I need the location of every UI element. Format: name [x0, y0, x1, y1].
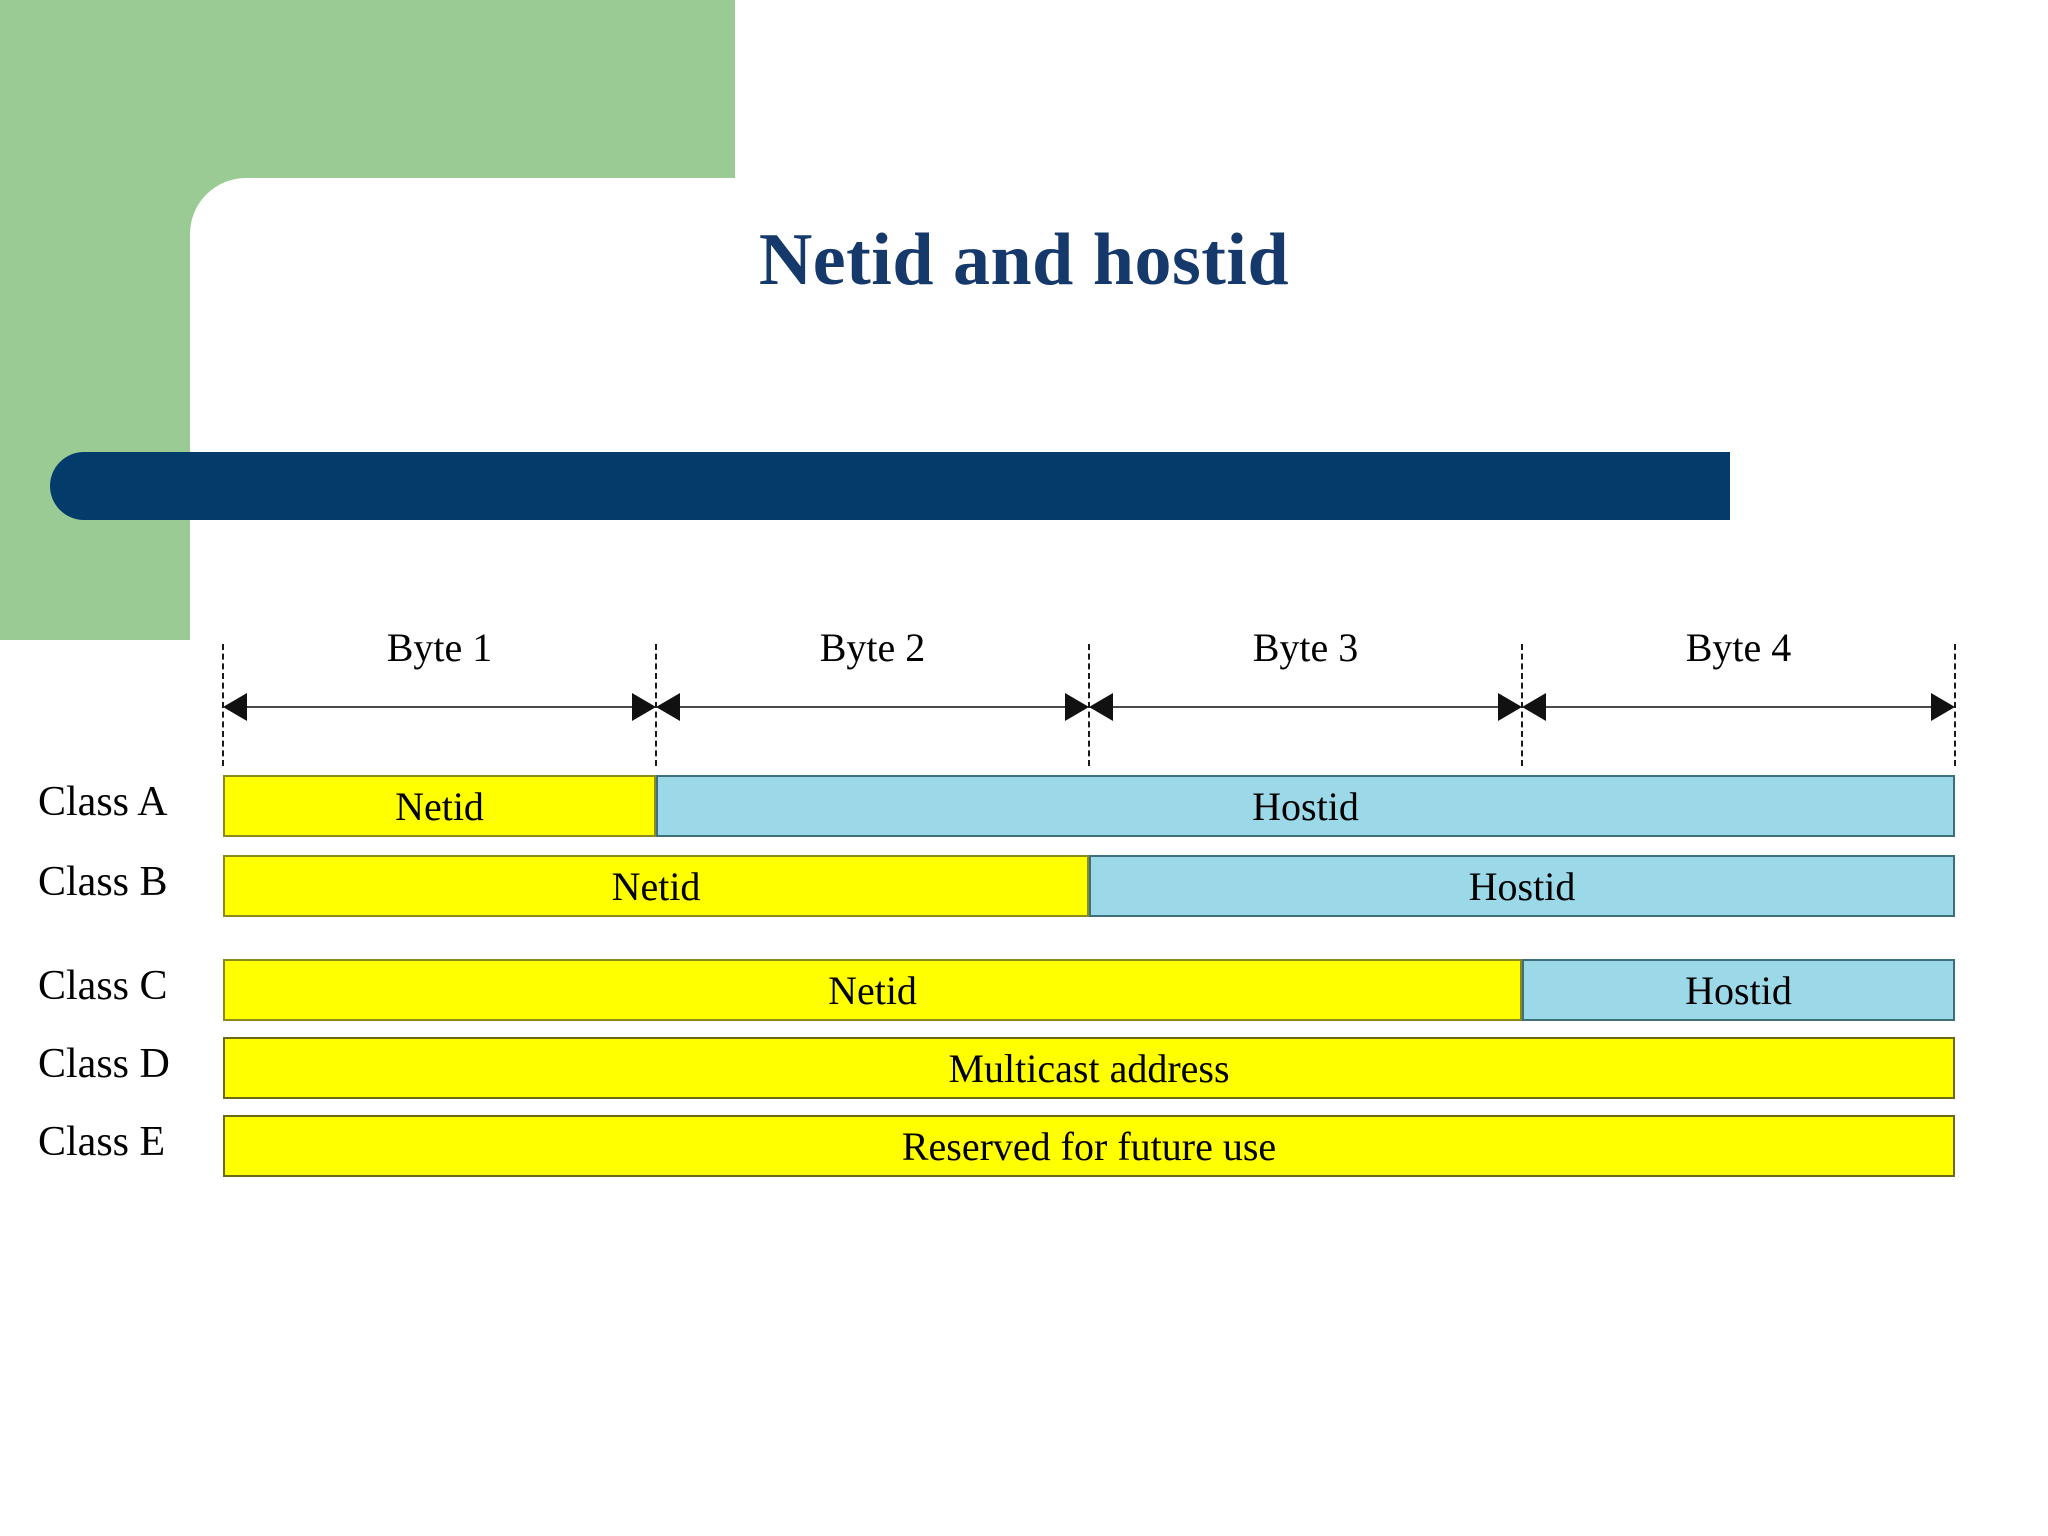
class-row-label-E: Class E	[38, 1119, 166, 1165]
white-bottom-panel	[178, 1265, 2048, 1536]
byte-span-arrow-line-3	[1097, 706, 1514, 708]
class-row-label-D: Class D	[38, 1041, 170, 1087]
byte-header-label-4: Byte 4	[1685, 625, 1792, 670]
arrow-right-icon	[1065, 693, 1089, 721]
class-row-label-C: Class C	[38, 963, 168, 1009]
page-title: Netid and hostid	[758, 219, 1290, 301]
arrow-left-icon	[1522, 693, 1546, 721]
arrow-right-icon	[632, 693, 656, 721]
byte-span-arrow-line-4	[1530, 706, 1947, 708]
field-segment-full: Multicast address	[223, 1037, 1955, 1099]
byte-span-arrow-line-2	[664, 706, 1081, 708]
byte-header-label-1: Byte 1	[386, 625, 493, 670]
arrow-left-icon	[223, 693, 247, 721]
field-segment-netid: Netid	[223, 855, 1089, 917]
field-segment-hostid: Hostid	[1522, 959, 1955, 1021]
byte-header-label-2: Byte 2	[819, 625, 926, 670]
byte-span-arrow-line-1	[231, 706, 648, 708]
field-segment-netid: Netid	[223, 959, 1522, 1021]
arrow-left-icon	[1089, 693, 1113, 721]
byte-boundary-dashed-line	[1954, 644, 1956, 766]
navy-accent-bar	[50, 452, 1730, 520]
class-row-label-B: Class B	[38, 859, 168, 905]
arrow-left-icon	[656, 693, 680, 721]
class-row-label-A: Class A	[38, 779, 168, 825]
field-segment-netid: Netid	[223, 775, 656, 837]
field-segment-full: Reserved for future use	[223, 1115, 1955, 1177]
field-segment-hostid: Hostid	[656, 775, 1955, 837]
arrow-right-icon	[1498, 693, 1522, 721]
white-title-panel	[190, 178, 2048, 640]
byte-header-label-3: Byte 3	[1252, 625, 1359, 670]
arrow-right-icon	[1931, 693, 1955, 721]
field-segment-hostid: Hostid	[1089, 855, 1955, 917]
